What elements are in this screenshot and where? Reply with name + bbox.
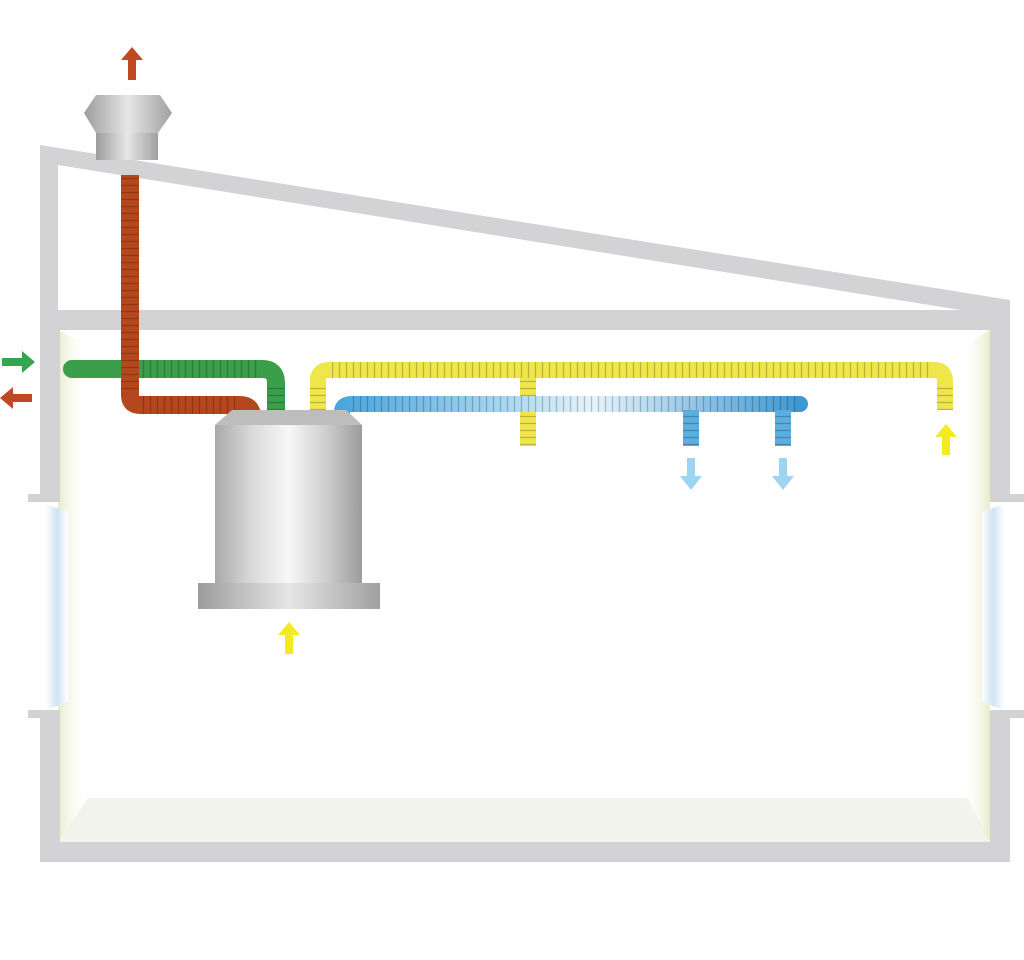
ceiling-slab — [40, 310, 1010, 330]
left-window — [46, 504, 68, 710]
right-window — [982, 504, 1004, 710]
arrow-left-icon — [0, 387, 32, 409]
floor-surface — [58, 798, 990, 842]
arrow-up-icon — [121, 47, 143, 80]
right-wall-tint — [962, 330, 990, 842]
airflow-arrows — [0, 47, 957, 654]
unit-body — [215, 425, 362, 585]
roof — [40, 145, 1010, 318]
exhaust-duct — [121, 175, 261, 426]
floor-slab — [40, 842, 1010, 862]
right-wall-upper — [990, 300, 1010, 500]
supply-duct — [334, 396, 808, 446]
unit-top — [215, 410, 362, 425]
arrow-down-icon — [772, 458, 794, 490]
arrow-up-icon — [278, 622, 300, 654]
right-window-sill-top — [990, 494, 1024, 502]
right-window-sill-bottom — [990, 710, 1024, 718]
unit-base — [198, 583, 380, 609]
roof-vent-pipe — [96, 128, 158, 160]
left-wall-upper — [40, 310, 60, 500]
ventilation-unit — [198, 410, 380, 609]
arrow-up-icon — [935, 424, 957, 455]
arrow-right-icon — [2, 351, 35, 373]
arrow-down-icon — [680, 458, 702, 490]
left-wall-tint — [58, 330, 88, 842]
right-wall-lower — [990, 712, 1010, 862]
left-wall-lower — [40, 712, 60, 862]
fresh-air-duct — [63, 355, 285, 424]
left-window-sill-bottom — [28, 710, 60, 718]
left-window-sill-top — [28, 494, 60, 502]
roof-vent-hood — [84, 95, 172, 133]
roof-vent-cap — [84, 95, 172, 160]
building-shell — [28, 145, 1024, 862]
